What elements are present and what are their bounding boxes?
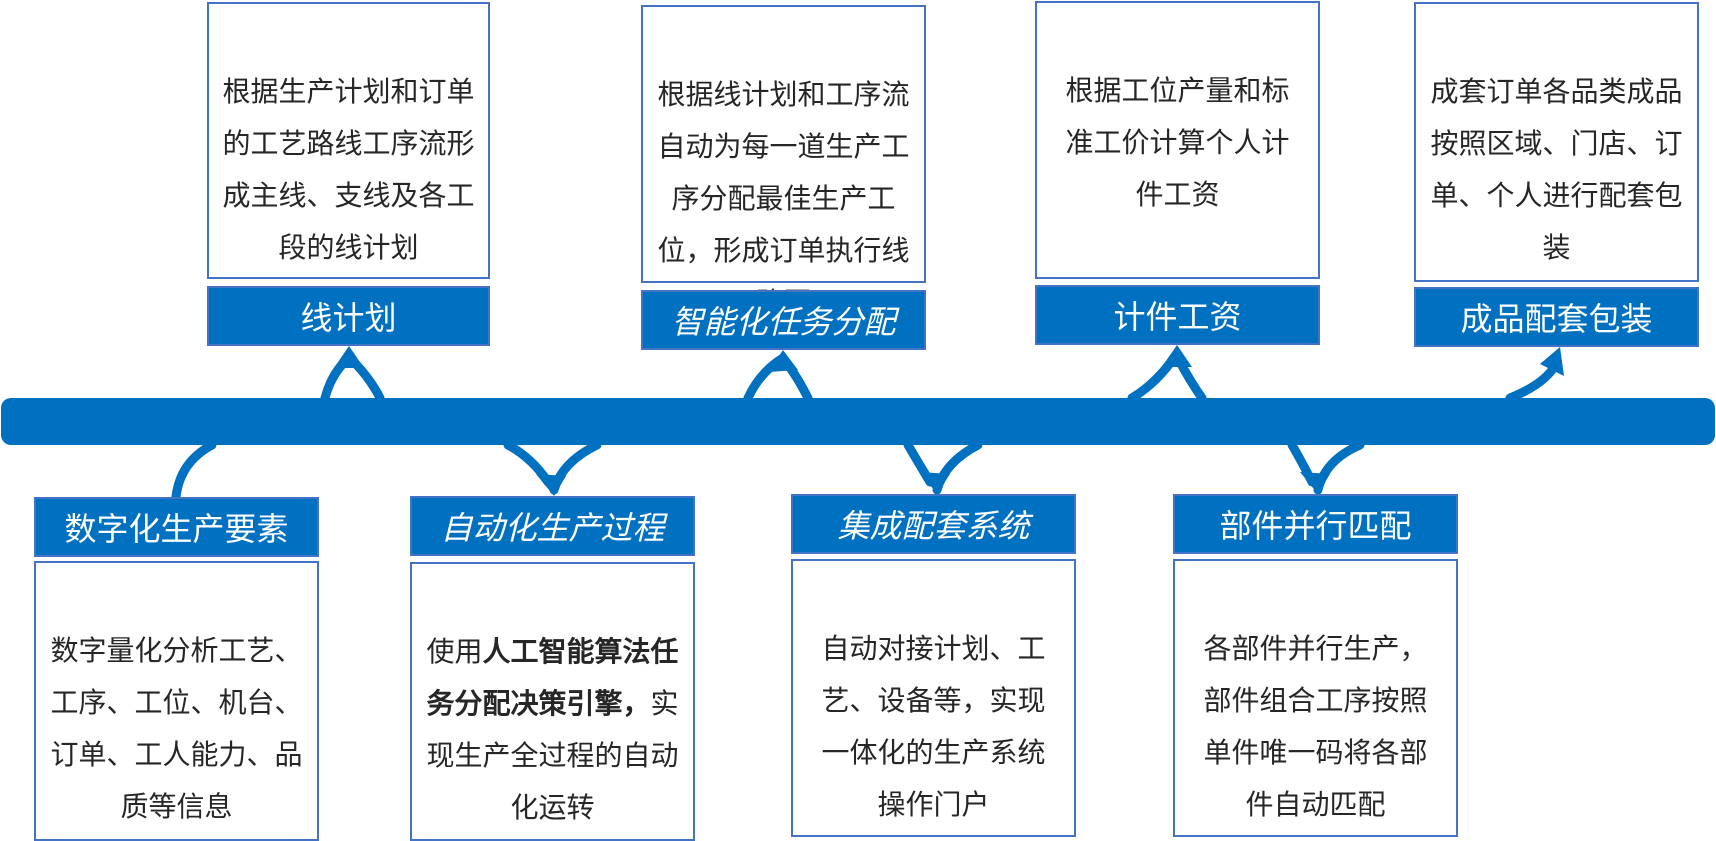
top-title-2: 智能化任务分配 (641, 290, 926, 350)
top-connector-4 (1505, 359, 1561, 403)
bottom-title-label-4: 部件并行匹配 (1219, 507, 1412, 545)
bottom-title-label-3: 集成配套系统 (837, 507, 1030, 545)
top-title-label-1: 线计划 (300, 299, 397, 337)
bottom-desc-text-3: 自动对接计划、工艺、设备等，实现一体化的生产系统操作门户 (821, 632, 1046, 821)
bottom-desc-prefix: 使用 (426, 635, 483, 668)
top-desc-text-3: 根据工位产量和标准工价计算个人计件工资 (1065, 74, 1290, 211)
top-desc-text-1: 根据生产计划和订单的工艺路线工序流形成主线、支线及各工段的线计划 (222, 75, 475, 264)
top-title-4: 成品配套包装 (1414, 287, 1699, 347)
bottom-title-2: 自动化生产过程 (410, 496, 695, 556)
bottom-arrowhead-3 (920, 472, 950, 494)
top-arrowhead-2 (768, 350, 798, 372)
bottom-desc-text-1: 数字量化分析工艺、工序、工位、机台、订单、工人能力、品质等信息 (50, 634, 303, 823)
top-desc-text-2: 根据线计划和工序流自动为每一道生产工序分配最佳生产工位，形成订单执行线路图 (657, 78, 910, 319)
bottom-desc-suffix: 实现生产全过程的自动化运转 (426, 687, 679, 824)
top-desc-text-4: 成套订单各品类成品按照区域、门店、订单、个人进行配套包装 (1430, 75, 1683, 264)
bottom-title-label-1: 数字化生产要素 (64, 510, 289, 548)
bottom-desc-text-4: 各部件并行生产，部件组合工序按照单件唯一码将各部件自动匹配 (1203, 632, 1428, 821)
timeline-spine (1, 398, 1715, 445)
top-desc-box-3: 根据工位产量和标准工价计算个人计件工资 (1035, 1, 1320, 279)
bottom-desc-box-3: 自动对接计划、工艺、设备等，实现一体化的生产系统操作门户 (791, 559, 1076, 837)
top-arrowhead-1 (334, 346, 364, 368)
top-desc-box-4: 成套订单各品类成品按照区域、门店、订单、个人进行配套包装 (1414, 2, 1699, 282)
bottom-desc-box-2: 使用人工智能算法任务分配决策引擎，实现生产全过程的自动化运转 (410, 562, 695, 841)
top-title-3: 计件工资 (1035, 285, 1320, 345)
top-desc-box-1: 根据生产计划和订单的工艺路线工序流形成主线、支线及各工段的线计划 (207, 2, 490, 279)
bottom-desc-bold: 人工智能算法任务分配决策引擎， (426, 635, 679, 720)
top-title-label-4: 成品配套包装 (1460, 300, 1653, 338)
bottom-title-3: 集成配套系统 (791, 494, 1076, 554)
top-title-label-2: 智能化任务分配 (671, 303, 896, 341)
top-desc-box-2: 根据线计划和工序流自动为每一道生产工序分配最佳生产工位，形成订单执行线路图 (641, 5, 926, 319)
bottom-connector-1 (171, 440, 217, 502)
bottom-title-label-2: 自动化生产过程 (440, 509, 665, 547)
bottom-desc-box-1: 数字量化分析工艺、工序、工位、机台、订单、工人能力、品质等信息 (34, 561, 319, 841)
top-arrowhead-4 (1540, 347, 1564, 376)
bottom-arrowhead-4 (1300, 472, 1330, 494)
bottom-title-1: 数字化生产要素 (34, 497, 319, 557)
bottom-title-4: 部件并行匹配 (1173, 494, 1458, 554)
top-arrowhead-3 (1162, 345, 1192, 367)
top-title-1: 线计划 (207, 286, 490, 346)
bottom-arrowhead-2 (536, 474, 566, 496)
bottom-desc-box-4: 各部件并行生产，部件组合工序按照单件唯一码将各部件自动匹配 (1173, 559, 1458, 837)
top-title-label-3: 计件工资 (1113, 298, 1242, 336)
